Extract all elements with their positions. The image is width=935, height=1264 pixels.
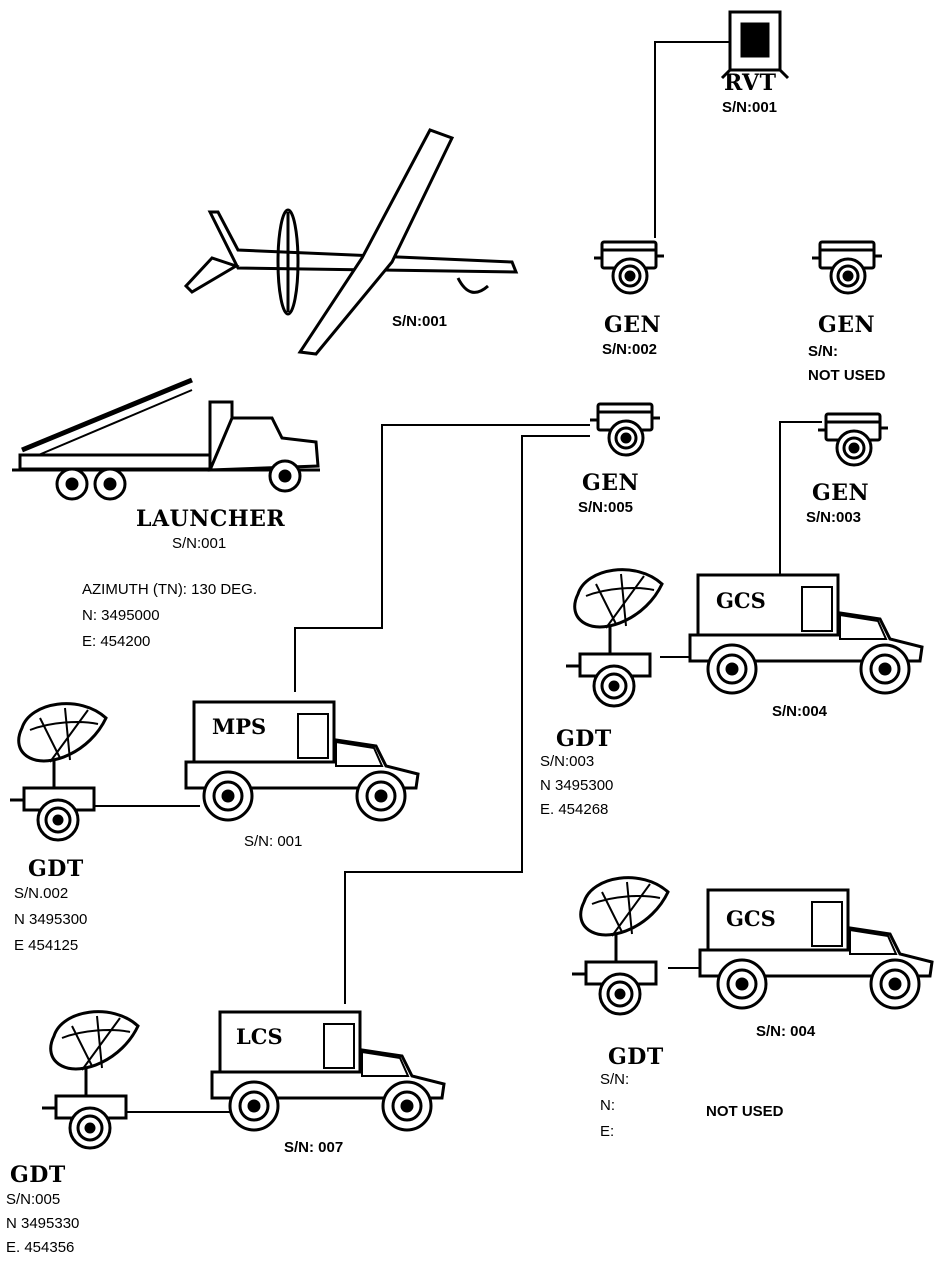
gdt-003-serial: S/N:003 xyxy=(540,753,595,770)
uav-serial: S/N:001 xyxy=(392,313,448,330)
gdt-002-north: N 3495300 xyxy=(14,911,88,928)
generator-trailer-icon xyxy=(592,240,666,295)
gcs-unused-serial: S/N: 004 xyxy=(756,1023,816,1040)
gdt-unused-serial: S/N: xyxy=(600,1071,630,1088)
gdt-unused-title: GDT xyxy=(608,1044,664,1070)
gdt-002-title: GDT xyxy=(28,856,84,882)
gdt-003-east: E. 454268 xyxy=(540,801,609,818)
launcher-north: N: 3495000 xyxy=(82,607,160,624)
gdt-unused-note: NOT USED xyxy=(706,1103,784,1120)
gen-unused-serial: S/N: xyxy=(808,343,838,360)
generator-trailer-icon xyxy=(816,412,890,467)
launcher-azimuth: AZIMUTH (TN): 130 DEG. xyxy=(82,581,258,598)
launcher-truck-icon xyxy=(12,377,320,501)
launcher-east: E: 454200 xyxy=(82,633,151,650)
rvt-title: RVT xyxy=(724,70,777,96)
gdt-005-north: N 3495330 xyxy=(6,1215,80,1232)
gcs-unused-box-label: GCS xyxy=(726,906,776,931)
antenna-trailer-icon xyxy=(40,1010,140,1150)
rvt-terminal-icon xyxy=(720,10,790,80)
gdt-002-serial: S/N.002 xyxy=(14,885,69,902)
mps-box-label: MPS xyxy=(212,714,267,739)
gdt-005-east: E. 454356 xyxy=(6,1239,75,1256)
gen-005-serial: S/N:005 xyxy=(578,499,634,516)
gcs-004-box-label: GCS xyxy=(716,588,766,613)
gen-unused-note: NOT USED xyxy=(808,367,886,384)
gdt-003-north: N 3495300 xyxy=(540,777,614,794)
launcher-serial: S/N:001 xyxy=(172,535,227,552)
generator-trailer-icon xyxy=(588,402,662,457)
rvt-serial: S/N:001 xyxy=(722,99,778,116)
gen-005-title: GEN xyxy=(582,470,640,496)
uav-aircraft-icon xyxy=(183,128,519,356)
gdt-unused-east: E: xyxy=(600,1123,615,1140)
antenna-trailer-icon xyxy=(8,702,108,842)
launcher-title: LAUNCHER xyxy=(136,506,286,532)
mps-serial: S/N: 001 xyxy=(244,833,303,850)
gen-002-title: GEN xyxy=(604,312,662,338)
antenna-trailer-icon xyxy=(564,568,664,708)
gdt-005-title: GDT xyxy=(10,1162,66,1188)
connection-lines xyxy=(85,41,822,1113)
gen-unused-title: GEN xyxy=(818,312,876,338)
gen-003-serial: S/N:003 xyxy=(806,509,862,526)
gen-003-title: GEN xyxy=(812,480,870,506)
gdt-002-east: E 454125 xyxy=(14,937,79,954)
lcs-serial: S/N: 007 xyxy=(284,1139,344,1156)
gcs-004-serial: S/N:004 xyxy=(772,703,828,720)
antenna-trailer-icon xyxy=(570,876,670,1016)
gen-002-serial: S/N:002 xyxy=(602,341,658,358)
gdt-003-title: GDT xyxy=(556,726,612,752)
gdt-005-serial: S/N:005 xyxy=(6,1191,61,1208)
gdt-unused-north: N: xyxy=(600,1097,615,1114)
generator-trailer-icon xyxy=(810,240,884,295)
lcs-box-label: LCS xyxy=(236,1024,283,1049)
